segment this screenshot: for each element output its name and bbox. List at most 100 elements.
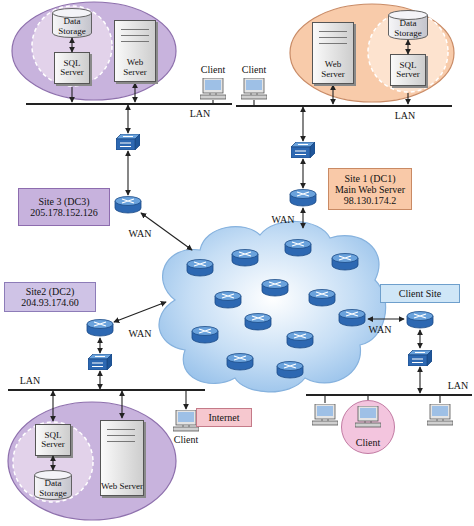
lan-bus	[236, 105, 452, 107]
lan-link	[332, 85, 333, 104]
lan-link	[121, 391, 122, 418]
client-computer	[312, 404, 338, 425]
node-text: Data Storage	[34, 479, 72, 498]
node-text: 205.178.152.126	[30, 207, 98, 218]
uplink	[127, 151, 128, 195]
web-server-box: Web Server	[312, 22, 354, 84]
uplink	[99, 338, 100, 353]
database-group	[368, 12, 448, 92]
lan-link	[407, 93, 408, 104]
node-text: Web Server	[115, 58, 155, 77]
router-icon	[332, 254, 358, 271]
wan-link	[114, 302, 166, 322]
lan-link	[71, 87, 72, 102]
uplink	[302, 107, 303, 141]
data-storage-cylinder: Data Storage	[52, 8, 92, 38]
node-text: Main Web Server	[335, 184, 405, 195]
network-label: WAN	[369, 324, 392, 335]
site-label-box: Internet	[196, 408, 252, 427]
node-text: Web Server	[101, 482, 143, 492]
network-label: LAN	[20, 375, 41, 386]
router-icon	[287, 332, 313, 349]
lan-drop	[253, 100, 254, 106]
router-icon	[245, 314, 271, 331]
switch-icon	[88, 354, 112, 370]
database-group	[13, 422, 93, 502]
uplink	[302, 159, 303, 188]
sql-server-box: SQL Server	[390, 54, 426, 86]
router-icon	[87, 320, 113, 337]
network-label: WAN	[272, 214, 295, 225]
network-label: LAN	[395, 110, 416, 121]
router-icon	[407, 312, 433, 329]
router-icon	[290, 190, 316, 207]
router-icon	[309, 290, 335, 307]
lan-bus	[8, 389, 205, 391]
web-server-box: Web Server	[100, 420, 144, 496]
client-computer	[427, 404, 453, 425]
network-label: Client	[174, 434, 198, 445]
site-label-box: Client Site	[380, 284, 460, 303]
router-icon	[285, 240, 311, 257]
router-icon	[215, 292, 241, 309]
switch-icon	[116, 134, 140, 150]
client-computer	[241, 78, 267, 99]
lan-bus	[306, 394, 472, 396]
uplink	[419, 330, 420, 348]
node-text: Data Storage	[52, 17, 92, 36]
node-text: Site 1 (DC1)	[344, 173, 395, 184]
client-computer	[200, 78, 226, 99]
uplink	[99, 371, 100, 389]
network-label: WAN	[129, 328, 152, 339]
uplink	[127, 105, 128, 133]
node-text: SQL Server	[391, 61, 425, 80]
router-icon	[262, 280, 288, 297]
site-region	[290, 4, 454, 102]
node-text: Client	[356, 437, 380, 448]
lan-link	[52, 391, 53, 421]
storage-link	[52, 456, 53, 470]
web-server-box: Web Server	[114, 20, 156, 82]
router-icon	[339, 310, 365, 327]
sql-server-box: SQL Server	[54, 52, 90, 84]
node-text: SQL Server	[36, 431, 70, 450]
lan-drop	[185, 391, 186, 409]
router-icon	[227, 354, 253, 371]
site-label-box: Site2 (DC2)204.93.174.60	[4, 282, 96, 312]
switch-icon	[291, 142, 315, 158]
node-text: Web Server	[313, 60, 353, 79]
node-text: Data Storage	[388, 19, 428, 38]
switch-icon	[408, 350, 432, 366]
network-label: LAN	[448, 380, 469, 391]
site-region	[8, 402, 176, 520]
router-icon	[192, 327, 218, 344]
router-icon	[187, 260, 213, 277]
uplink	[419, 367, 420, 393]
lan-drop	[324, 396, 325, 403]
site-label-box: Site 1 (DC1)Main Web Server98.130.174.2	[328, 168, 412, 210]
node-text: Client Site	[399, 288, 442, 299]
site-region	[12, 2, 176, 100]
network-label: LAN	[190, 108, 211, 119]
lan-drop	[439, 396, 440, 403]
node-text: SQL Server	[55, 59, 89, 78]
node-text: 98.130.174.2	[344, 195, 397, 206]
storage-link	[407, 40, 408, 54]
router-icon	[232, 250, 258, 267]
client-computer	[355, 406, 381, 427]
node-text: Site2 (DC2)	[26, 286, 75, 297]
sql-server-box: SQL Server	[35, 424, 71, 456]
internet-cloud	[159, 221, 386, 391]
network-label: WAN	[129, 228, 152, 239]
lan-drop	[212, 100, 213, 104]
lan-link	[134, 83, 135, 102]
router-icon	[277, 362, 303, 379]
lan-bus	[26, 103, 232, 105]
data-storage-cylinder: Data Storage	[388, 10, 428, 40]
wan-link	[302, 208, 303, 228]
storage-link	[71, 38, 72, 52]
database-group	[32, 6, 112, 86]
network-label: Client	[242, 64, 266, 75]
